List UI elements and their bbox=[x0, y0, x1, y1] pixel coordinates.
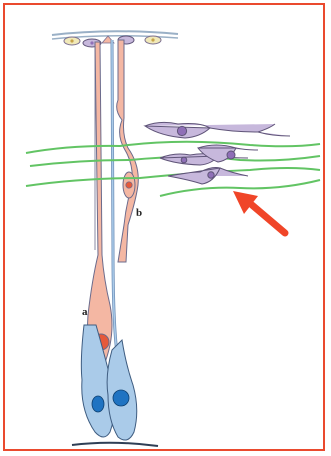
red-arrow-icon bbox=[233, 191, 285, 233]
blue-radial-fiber bbox=[112, 40, 118, 360]
radial-glia-a bbox=[88, 42, 113, 365]
green-fibers bbox=[26, 142, 320, 196]
ventricular-surface bbox=[72, 443, 158, 446]
pial-surface bbox=[52, 31, 178, 47]
label-a: a bbox=[82, 306, 88, 318]
radial-glia-b bbox=[117, 40, 139, 262]
label-b: b bbox=[136, 207, 142, 219]
